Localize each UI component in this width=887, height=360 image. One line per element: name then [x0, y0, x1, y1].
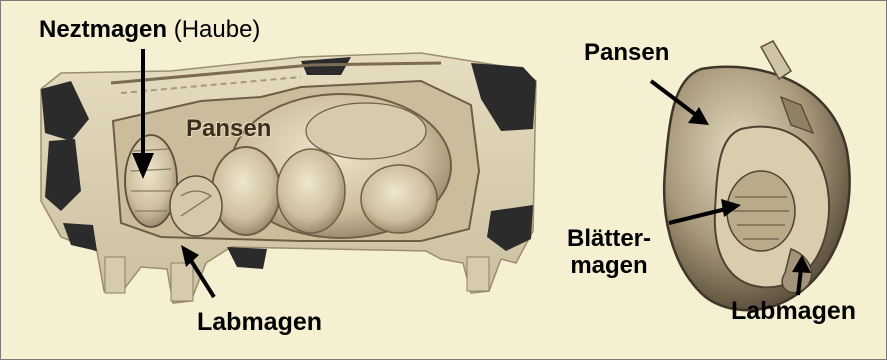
neztmagen-organ	[125, 135, 177, 227]
label-blaettermagen: Blätter- magen	[567, 226, 651, 280]
pansen-upper	[306, 103, 426, 159]
cow-cutaway	[41, 53, 536, 303]
label-pansen-inside: Pansen	[186, 117, 271, 141]
cow-spot	[227, 247, 267, 269]
stomach-section	[664, 41, 849, 310]
label-labmagen-left: Labmagen	[197, 310, 322, 335]
cow-leg	[171, 263, 193, 301]
neztmagen-text: Neztmagen	[39, 16, 167, 43]
cow-spot	[63, 223, 97, 251]
pansen-sac	[361, 165, 437, 233]
label-labmagen-right: Labmagen	[731, 299, 856, 324]
pansen-sac	[277, 149, 345, 233]
label-neztmagen: Neztmagen (Haube)	[39, 18, 260, 42]
blaettermagen-line2: magen	[567, 253, 651, 280]
cow-leg	[467, 257, 489, 291]
pansen-sac	[212, 147, 280, 235]
haube-text: (Haube)	[174, 16, 261, 43]
blaettermagen-line1: Blätter-	[567, 226, 651, 253]
cow-leg	[105, 257, 125, 293]
label-pansen-right: Pansen	[584, 41, 669, 65]
